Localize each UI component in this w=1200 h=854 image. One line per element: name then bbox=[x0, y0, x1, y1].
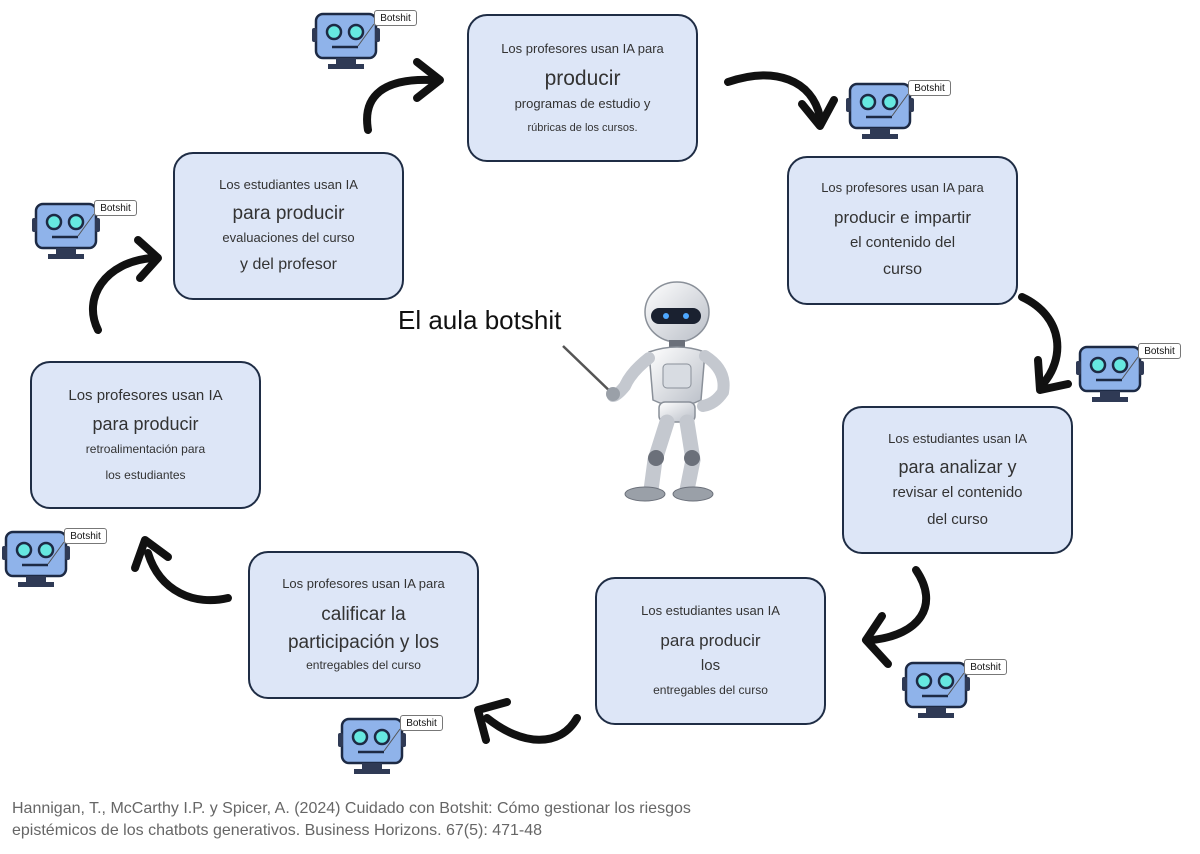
step-line: Los profesores usan IA bbox=[68, 387, 223, 405]
step-line: Los estudiantes usan IA bbox=[641, 603, 780, 619]
step-line: los estudiantes bbox=[105, 467, 186, 482]
step-box-top: Los profesores usan IA para producir pro… bbox=[467, 14, 698, 162]
botshit-label: Botshit bbox=[374, 10, 417, 26]
teacher-robot-illustration bbox=[562, 281, 730, 502]
step-line: el contenido del bbox=[849, 233, 956, 251]
step-box-left-upper: Los estudiantes usan IA para producir ev… bbox=[173, 152, 404, 300]
step-line: calificar la bbox=[321, 603, 406, 625]
arrow-bottom-left-to-left-lower bbox=[144, 549, 232, 605]
botshit-robot-icon: Botshit bbox=[846, 76, 951, 146]
arrow-right-lower-to-bottom-right bbox=[868, 566, 930, 644]
arrow-left-lower-to-left-upper bbox=[89, 254, 156, 334]
step-line: los bbox=[700, 656, 721, 674]
step-line: Los estudiantes usan IA bbox=[888, 430, 1027, 446]
step-line: entregables del curso bbox=[306, 658, 421, 673]
step-line: Los profesores usan IA para bbox=[501, 40, 664, 56]
arrow-top-to-right-upper bbox=[724, 71, 824, 121]
step-line: revisar el contenido bbox=[892, 483, 1023, 501]
step-line: para producir bbox=[660, 631, 761, 651]
step-box-bottom-right: Los estudiantes usan IA para producir lo… bbox=[595, 577, 826, 725]
step-line: para analizar y bbox=[898, 456, 1017, 477]
citation-line: epistémicos de los chatbots generativos.… bbox=[12, 822, 543, 839]
botshit-label: Botshit bbox=[400, 715, 443, 731]
step-box-left-lower: Los profesores usan IA para producir ret… bbox=[30, 361, 261, 509]
step-line: rúbricas de los cursos. bbox=[527, 121, 638, 134]
botshit-label: Botshit bbox=[1138, 343, 1181, 359]
step-line: del curso bbox=[927, 510, 988, 528]
step-line: programas de estudio y bbox=[514, 95, 651, 111]
step-line: producir bbox=[544, 66, 621, 90]
step-line: participación y los bbox=[287, 631, 440, 653]
botshit-robot-icon: Botshit bbox=[1076, 339, 1181, 409]
botshit-robot-icon: Botshit bbox=[32, 196, 137, 266]
botshit-robot-icon: Botshit bbox=[2, 524, 107, 594]
step-box-right-upper: Los profesores usan IA para producir e i… bbox=[787, 156, 1018, 305]
step-box-bottom-left: Los profesores usan IA para calificar la… bbox=[248, 551, 479, 699]
step-line: y del profesor bbox=[240, 255, 337, 273]
step-line: producir e impartir bbox=[834, 208, 971, 228]
step-box-right-lower: Los estudiantes usan IA para analizar y … bbox=[842, 406, 1073, 554]
step-line: curso bbox=[882, 261, 923, 279]
botshit-label: Botshit bbox=[964, 659, 1007, 675]
botshit-label: Botshit bbox=[94, 200, 137, 216]
step-line: para producir bbox=[232, 202, 345, 224]
arrow-right-upper-to-right-lower bbox=[1018, 293, 1062, 389]
step-line: para producir bbox=[92, 414, 199, 435]
botshit-label: Botshit bbox=[908, 80, 951, 96]
botshit-label: Botshit bbox=[64, 528, 107, 544]
citation-line: Hannigan, T., McCarthy I.P. y Spicer, A.… bbox=[12, 800, 691, 817]
step-line: retroalimentación para bbox=[85, 442, 206, 457]
arrow-left-upper-to-top bbox=[363, 75, 436, 134]
arrow-bottom-right-to-bottom-left bbox=[483, 714, 581, 744]
step-line: evaluaciones del curso bbox=[222, 229, 355, 245]
step-line: entregables del curso bbox=[653, 682, 768, 697]
diagram-title: El aula botshit bbox=[398, 305, 562, 335]
step-line: Los profesores usan IA para bbox=[282, 575, 445, 591]
botshit-robot-icon: Botshit bbox=[902, 655, 1007, 725]
botshit-robot-icon: Botshit bbox=[338, 711, 443, 781]
step-line: Los estudiantes usan IA bbox=[219, 176, 358, 192]
step-line: Los profesores usan IA para bbox=[821, 180, 984, 196]
botshit-robot-icon: Botshit bbox=[312, 6, 417, 76]
